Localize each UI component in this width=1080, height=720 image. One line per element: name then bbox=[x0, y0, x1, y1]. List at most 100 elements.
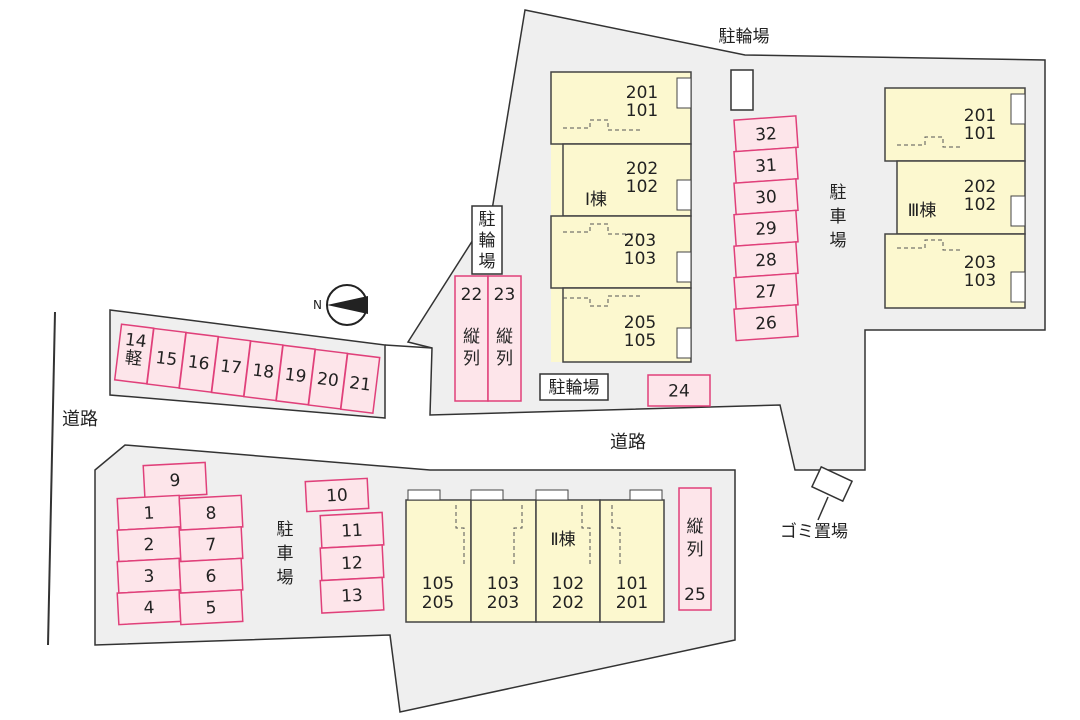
building-1-balcony-1 bbox=[676, 77, 692, 109]
building-3-name: Ⅲ棟 bbox=[908, 201, 937, 221]
compass: N bbox=[313, 284, 368, 326]
building-3-unit-3 bbox=[884, 233, 1026, 309]
parking-space-28-label: 28 bbox=[755, 250, 778, 271]
parking-space-21: 21 bbox=[339, 352, 381, 414]
compass-label: N bbox=[313, 298, 322, 312]
bicycle-parking-north-box bbox=[730, 69, 754, 111]
parking-space-16: 16 bbox=[178, 331, 220, 393]
parking-space-14-label: 14 bbox=[124, 330, 148, 352]
building-1-unit-number: 203 bbox=[624, 231, 656, 251]
building-1-unit-number: 103 bbox=[624, 249, 656, 269]
building-3-balcony-1 bbox=[1010, 93, 1026, 125]
parking-space-24-label: 24 bbox=[668, 382, 690, 402]
bicycle-parking-vertical-box bbox=[471, 205, 503, 275]
building-3-unit-number: 201 bbox=[964, 106, 996, 126]
parking-space-15-label: 15 bbox=[154, 348, 178, 370]
building-1-unit-number: 201 bbox=[626, 83, 658, 103]
building-3-unit-number: 202 bbox=[964, 177, 996, 197]
building-3-balcony-3 bbox=[1010, 271, 1026, 303]
parking-space-1-label: 1 bbox=[143, 503, 155, 524]
building-3-balcony-2 bbox=[1010, 195, 1026, 227]
building-2-unit-number: 201 bbox=[616, 593, 648, 613]
building-1-stairs-2 bbox=[563, 223, 640, 235]
bicycle-parking-north: 駐輪場 bbox=[719, 27, 770, 111]
road-label-west: 道路 bbox=[62, 409, 98, 430]
building-2-unit-3 bbox=[535, 499, 601, 623]
parking-space-17-label: 17 bbox=[219, 356, 243, 378]
parking-space-18: 18 bbox=[243, 340, 284, 402]
parking-space-30: 30 bbox=[733, 178, 799, 216]
parking-space-20: 20 bbox=[307, 348, 349, 410]
parking-space-7-label: 7 bbox=[205, 535, 217, 556]
parking-space-31: 31 bbox=[733, 146, 799, 184]
parking-space-32: 32 bbox=[733, 115, 799, 153]
parking-space-2: 2 bbox=[116, 526, 182, 563]
building-2-name: Ⅱ棟 bbox=[550, 530, 575, 550]
garbage-leader bbox=[817, 496, 829, 521]
building-2: Ⅱ棟 bbox=[405, 489, 665, 623]
parking-space-27: 27 bbox=[733, 272, 799, 310]
building-2-stairs-3 bbox=[581, 505, 591, 565]
road-label-center: 道路 bbox=[610, 432, 646, 453]
building-1-unit-number: 202 bbox=[626, 159, 658, 179]
parking-space-26: 26 bbox=[733, 304, 799, 342]
parking-space-17: 17 bbox=[210, 336, 252, 398]
building-3-unit-number: 103 bbox=[964, 271, 996, 291]
building-2-unit-number: 203 bbox=[487, 593, 519, 613]
bicycle-parking-vertical: 駐輪場 bbox=[471, 205, 503, 275]
building-1-balcony-4 bbox=[676, 327, 692, 359]
parking-space-14: 14軽 bbox=[113, 323, 155, 385]
parking-space-10-box bbox=[304, 477, 370, 513]
parking-space-4-label: 4 bbox=[143, 598, 155, 619]
building-2-balcony-1 bbox=[407, 489, 441, 501]
parking-space-3: 3 bbox=[116, 557, 182, 594]
parking-space-10: 10 bbox=[304, 477, 370, 513]
building-2-unit-number: 103 bbox=[487, 574, 519, 594]
parking-space-24-box bbox=[647, 374, 711, 407]
building-1-unit-1 bbox=[550, 71, 692, 145]
west-road-line bbox=[47, 311, 56, 646]
building-2-stairs-2 bbox=[513, 505, 523, 565]
building-2-stairs-4 bbox=[611, 505, 621, 565]
building-1-balcony-3 bbox=[676, 251, 692, 283]
parking-space-23-note: 縦列 bbox=[496, 327, 513, 369]
north-arrow-icon bbox=[327, 296, 368, 314]
parking-space-16-label: 16 bbox=[187, 352, 211, 374]
parking-space-25-box bbox=[678, 487, 712, 611]
parking-space-12: 12 bbox=[319, 544, 385, 582]
building-2-unit-number: 102 bbox=[552, 574, 584, 594]
garbage-label: ゴミ置場 bbox=[780, 521, 848, 542]
parking-space-26-label: 26 bbox=[755, 313, 778, 334]
parking-label-east: 駐車場 bbox=[830, 183, 847, 251]
parking-space-21-box bbox=[339, 352, 381, 414]
parking-space-30-label: 30 bbox=[755, 187, 778, 208]
parking-space-23-box bbox=[487, 275, 522, 402]
building-1-unit-number: 105 bbox=[624, 331, 656, 351]
building-1-unit-4 bbox=[562, 287, 692, 363]
building-3-unit-number: 101 bbox=[964, 124, 996, 144]
parking-space-14-label: 軽 bbox=[124, 348, 143, 370]
parking-space-4: 4 bbox=[116, 589, 182, 626]
parking-space-6: 6 bbox=[178, 557, 244, 594]
parking-space-23-label: 23 bbox=[494, 285, 516, 305]
parking-space-25-note: 縦列 bbox=[687, 517, 704, 560]
building-1-unit-number: 102 bbox=[626, 177, 658, 197]
building-2-stairs-1 bbox=[455, 505, 465, 565]
parking-label-south: 駐車場 bbox=[277, 520, 294, 588]
parking-space-11: 11 bbox=[319, 511, 385, 549]
building-3-unit-2 bbox=[896, 160, 1026, 235]
parking-space-22-label: 22 bbox=[461, 285, 483, 305]
building-2-unit-2 bbox=[470, 499, 537, 623]
bicycle-parking-center-label: 駐輪場 bbox=[549, 378, 600, 398]
building-1-unit-3 bbox=[550, 215, 692, 289]
building-3-unit-number: 102 bbox=[964, 195, 996, 215]
parking-space-2-label: 2 bbox=[143, 535, 155, 556]
parking-space-12-label: 12 bbox=[341, 553, 364, 574]
parking-space-6-label: 6 bbox=[205, 566, 217, 587]
bicycle-parking-vertical-label: 駐輪場 bbox=[479, 210, 496, 272]
building-2-balcony-2 bbox=[470, 489, 504, 501]
parking-space-31-label: 31 bbox=[755, 156, 778, 177]
